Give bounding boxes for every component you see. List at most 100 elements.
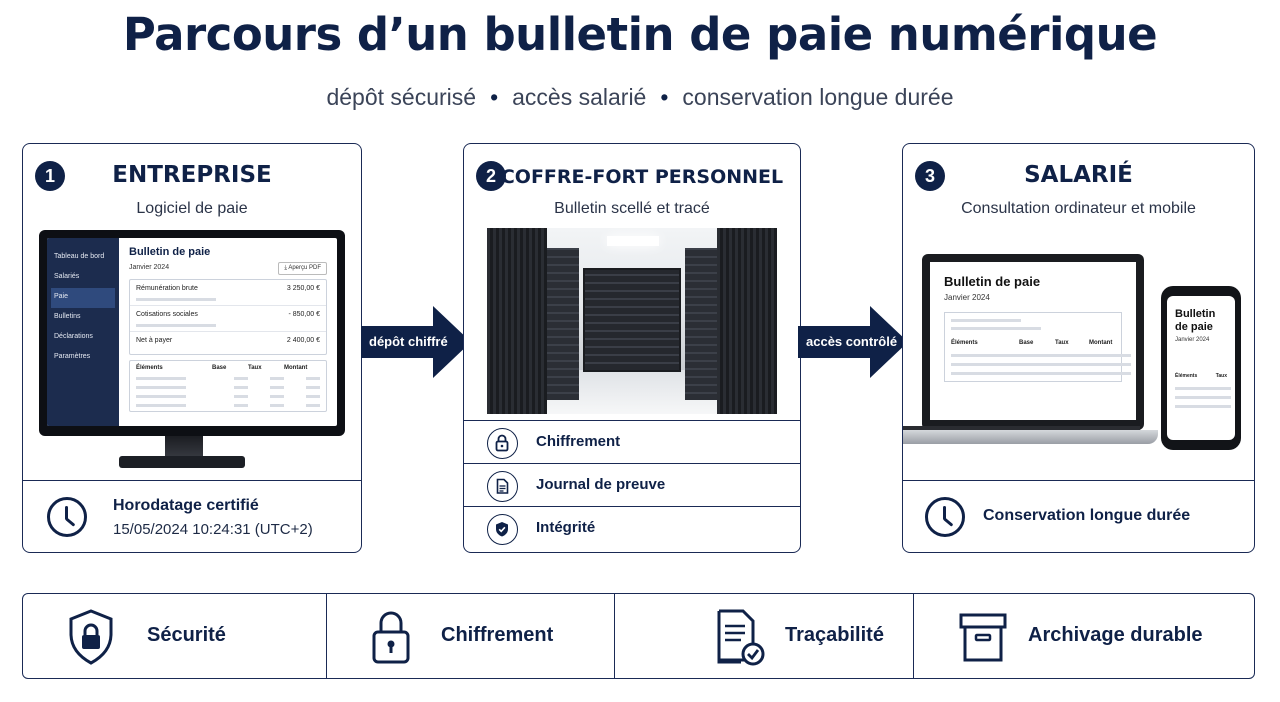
timestamp-section: Horodatage certifié 15/05/2024 10:24:31 …: [23, 480, 361, 552]
column-header: Taux: [248, 365, 262, 371]
column-header: Éléments: [1175, 373, 1198, 380]
server-rack: [487, 228, 547, 414]
benefit-label: Chiffrement: [441, 624, 554, 646]
table-header: Éléments Base Taux Montant: [951, 340, 1115, 346]
laptop-payslip: Bulletin de paie Janvier 2024 Éléments B…: [930, 262, 1136, 420]
arrow-label: accès contrôlé: [806, 334, 898, 349]
column-header: Éléments: [951, 340, 978, 346]
placeholder-bar: [1175, 387, 1231, 391]
step-number: 2: [476, 161, 506, 191]
payslip-summary: Rémunération brute 3 250,00 € Cotisation…: [129, 279, 327, 355]
column-header: Base: [1019, 340, 1034, 346]
document-icon: [487, 471, 518, 502]
pdf-preview-button: ⤓ Aperçu PDF: [278, 262, 327, 275]
sidebar-item: Déclarations: [54, 333, 93, 340]
payslip-title: Bulletin de paie: [129, 246, 211, 258]
feature-row-encryption: Chiffrement: [464, 420, 800, 463]
laptop-screen: Bulletin de paie Janvier 2024 Éléments B…: [922, 254, 1144, 430]
placeholder-bar: [951, 354, 1131, 357]
phone-payslip: Bulletin de paie Janvier 2024 Éléments T…: [1167, 296, 1235, 440]
step-panel-entreprise: 1 ENTREPRISE Logiciel de paie Tableau de…: [22, 143, 362, 553]
benefit-traceability: Traçabilité: [614, 594, 913, 678]
placeholder-bar: [136, 298, 216, 301]
table-header: Éléments Base Taux Montant: [136, 365, 320, 371]
table-header: Éléments Taux: [1175, 373, 1227, 379]
payslip-table: Éléments Base Taux Montant: [129, 360, 327, 412]
table-row: [136, 377, 320, 380]
feature-row-integrity: Intégrité: [464, 506, 800, 549]
payslip-month: Janvier 2024: [944, 293, 990, 302]
placeholder-bar: [951, 363, 1131, 366]
subtitle-part: dépôt sécurisé: [326, 84, 477, 110]
sidebar-item: Tableau de bord: [54, 253, 105, 260]
summary-row: Cotisations sociales - 850,00 €: [130, 306, 326, 332]
row-label: Cotisations sociales: [136, 311, 198, 318]
bullet-separator: •: [660, 84, 669, 110]
step-subtitle: Consultation ordinateur et mobile: [961, 200, 1196, 217]
feature-label: Intégrité: [536, 519, 596, 536]
summary-row: Net à payer 2 400,00 €: [130, 332, 326, 354]
padlock-icon: [372, 611, 410, 664]
column-header: Taux: [1215, 373, 1227, 380]
column-header: Base: [212, 365, 227, 371]
arrow-right-icon: [361, 306, 471, 378]
subtitle-part: accès salarié: [512, 84, 647, 110]
retention-title: Conservation longue durée: [983, 507, 1191, 524]
clock-icon: [925, 497, 965, 537]
benefit-encryption: Chiffrement: [326, 594, 614, 678]
row-value: - 850,00 €: [288, 311, 320, 318]
arrow-label: dépôt chiffré: [369, 334, 448, 349]
smartphone: Bulletin de paie Janvier 2024 Éléments T…: [1161, 286, 1241, 450]
ceiling-light: [607, 236, 659, 246]
timestamp-value: 15/05/2024 10:24:31 (UTC+2): [113, 521, 313, 538]
column-header: Éléments: [136, 365, 163, 371]
benefit-archiving: Archivage durable: [913, 594, 1254, 678]
benefit-label: Archivage durable: [1028, 624, 1203, 646]
server-rack: [685, 248, 721, 400]
page-title: Parcours d’un bulletin de paie numérique: [122, 8, 1158, 61]
feature-label: Chiffrement: [536, 433, 621, 450]
sidebar-item-active: Paie: [51, 288, 115, 308]
row-value: 3 250,00 €: [286, 285, 320, 292]
arrow-encrypted-deposit: dépôt chiffré: [361, 306, 471, 378]
arrow-right-icon: [798, 306, 908, 378]
row-label: Net à payer: [136, 337, 173, 344]
payroll-sidebar: Tableau de bord Salariés Paie Bulletins …: [47, 238, 119, 426]
document-check-icon: [717, 609, 765, 666]
step-title: COFFRE-FORT PERSONNEL: [500, 166, 784, 188]
arrow-controlled-access: accès contrôlé: [798, 306, 908, 378]
column-header: Montant: [284, 365, 308, 371]
column-header: Montant: [1089, 340, 1113, 346]
payslip-title: Bulletin de paie: [1175, 308, 1216, 334]
clock-icon: [47, 497, 87, 537]
benefits-bar: Sécurité Chiffrement Traçabilité Archiva…: [22, 593, 1255, 679]
placeholder-bar: [136, 324, 216, 327]
payslip-title: Bulletin de paie: [944, 274, 1041, 289]
row-label: Rémunération brute: [136, 285, 198, 292]
retention-section: Conservation longue durée: [903, 480, 1254, 552]
step-subtitle: Bulletin scellé et tracé: [554, 200, 710, 217]
server-room-image: [487, 228, 777, 414]
table-row: [136, 386, 320, 389]
server-rack: [583, 268, 681, 372]
page-subtitle: dépôt sécurisé • accès salarié • conservatio…: [0, 84, 1280, 111]
sidebar-item: Salariés: [54, 273, 80, 280]
placeholder-bar: [1175, 405, 1231, 409]
placeholder-bar: [951, 372, 1131, 375]
placeholder-bar: [951, 319, 1021, 322]
lock-icon: [487, 428, 518, 459]
laptop: Bulletin de paie Janvier 2024 Éléments B…: [903, 254, 1158, 444]
payslip-box: Éléments Base Taux Montant: [944, 312, 1131, 382]
monitor-screen: Tableau de bord Salariés Paie Bulletins …: [47, 238, 337, 426]
benefit-security: Sécurité: [23, 594, 326, 678]
monitor-base: [119, 456, 245, 468]
step-title: ENTREPRISE: [112, 162, 272, 188]
table-row: [136, 395, 320, 398]
archive-box-icon: [959, 613, 1007, 662]
payslip-month: Janvier 2024: [129, 264, 170, 271]
subtitle-part: conservation longue durée: [682, 84, 954, 110]
benefit-label: Sécurité: [147, 624, 226, 646]
column-header: Taux: [1055, 340, 1069, 346]
benefit-label: Traçabilité: [785, 624, 884, 646]
bullet-separator: •: [490, 84, 499, 110]
